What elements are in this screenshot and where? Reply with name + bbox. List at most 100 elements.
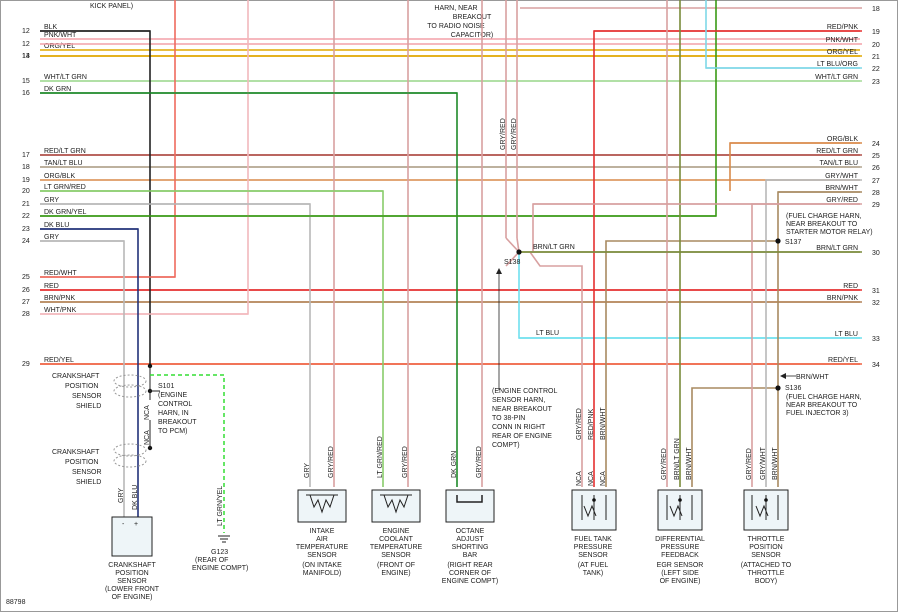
svg-text:NCA: NCA: [576, 471, 583, 486]
svg-text:OF ENGINE): OF ENGINE): [660, 578, 701, 585]
svg-text:SENSOR HARN,: SENSOR HARN,: [492, 397, 545, 404]
right-wire-label-4: ORG/YEL: [827, 49, 858, 56]
nca-label-1: NCA: [144, 405, 151, 420]
svg-text:TO PCM): TO PCM): [158, 428, 187, 435]
svg-text:PRESSURE: PRESSURE: [574, 544, 613, 551]
s137-dot: [775, 238, 781, 244]
left-pin-10: 20: [22, 188, 30, 195]
right-pin-14: 31: [872, 288, 880, 295]
right-pin-6: 23: [872, 79, 880, 86]
right-pin-2: 19: [872, 29, 880, 36]
radio-noise-note: HARN, NEAR BREAKOUT TO RADIO NOISE CAPAC…: [427, 5, 493, 39]
intake-air-temperature-sensor: GRY GRY/RED INTAKE AIR TEMPERATURE SENSO…: [296, 446, 349, 577]
wire-gry-red-ftp: [529, 251, 583, 487]
right-wire-label-3: PNK/WHT: [826, 37, 859, 44]
svg-text:GRY/RED: GRY/RED: [511, 118, 518, 150]
svg-text:(REAR OF: (REAR OF: [195, 557, 228, 564]
svg-text:NCA: NCA: [588, 471, 595, 486]
right-pin-3: 20: [872, 42, 880, 49]
svg-text:(FUEL CHARGE HARN,: (FUEL CHARGE HARN,: [786, 394, 862, 401]
right-wire-label-12: GRY/RED: [826, 197, 858, 204]
left-wire-label-9: ORG/BLK: [44, 173, 75, 180]
left-wire-label-13: DK BLU: [44, 222, 69, 229]
wire-brn-wht-dpfe: [691, 387, 778, 487]
left-wire-label-1: BLK: [44, 24, 58, 31]
wire-wht-pnk: [40, 0, 249, 315]
svg-text:GRY/WHT: GRY/WHT: [760, 446, 767, 480]
left-wire-label-19: RED/YEL: [44, 357, 74, 364]
right-wire-label-7: ORG/BLK: [827, 136, 858, 143]
octane-adjust-shorting-bar: DK GRN GRY/RED OCTANE ADJUST SHORTING BA…: [442, 446, 498, 585]
left-wire-label-15: RED/WHT: [44, 270, 77, 277]
svg-text:(ON INTAKE: (ON INTAKE: [302, 562, 342, 569]
wire-lt-blu-org: [705, 0, 860, 69]
right-pin-15: 32: [872, 300, 880, 307]
left-wire-label-12: DK GRN/YEL: [44, 209, 87, 216]
crankshaft-position-sensor: - + GRY DK BLU CRANKSHAFT POSITION SENSO…: [105, 485, 160, 601]
svg-text:OCTANE: OCTANE: [456, 528, 485, 535]
right-pin-1: 18: [872, 6, 880, 13]
wire-brn-wht-ftp: [605, 240, 778, 487]
svg-text:NEAR BREAKOUT: NEAR BREAKOUT: [492, 406, 553, 413]
left-pin-4: 14: [22, 53, 30, 60]
svg-text:POSITION: POSITION: [65, 459, 98, 466]
svg-text:NEAR BREAKOUT TO: NEAR BREAKOUT TO: [786, 221, 858, 228]
svg-text:SHIELD: SHIELD: [76, 479, 101, 486]
left-pin-9: 19: [22, 177, 30, 184]
svg-text:TO 38-PIN: TO 38-PIN: [492, 415, 525, 422]
svg-text:NEAR BREAKOUT TO: NEAR BREAKOUT TO: [786, 402, 858, 409]
wire-blk: [40, 30, 151, 366]
svg-text:BAR: BAR: [463, 552, 477, 559]
svg-text:EGR SENSOR: EGR SENSOR: [657, 562, 704, 569]
svg-text:(AT FUEL: (AT FUEL: [578, 562, 609, 569]
svg-text:FUEL TANK: FUEL TANK: [574, 536, 612, 543]
svg-text:BRN/WHT: BRN/WHT: [686, 447, 693, 480]
svg-text:CRANKSHAFT: CRANKSHAFT: [108, 562, 156, 569]
svg-text:BRN/WHT: BRN/WHT: [600, 407, 607, 440]
right-pin-4: 21: [872, 54, 880, 61]
left-pin-5: 15: [22, 78, 30, 85]
right-pin-10: 27: [872, 178, 880, 185]
left-pin-8: 18: [22, 164, 30, 171]
right-wire-label-9: TAN/LT BLU: [819, 160, 858, 167]
svg-text:DK GRN: DK GRN: [451, 451, 458, 478]
svg-text:ADJUST: ADJUST: [456, 536, 484, 543]
svg-text:GRY/RED: GRY/RED: [476, 446, 483, 478]
svg-text:SENSOR: SENSOR: [72, 393, 102, 400]
svg-text:POSITION: POSITION: [65, 383, 98, 390]
svg-text:TEMPERATURE: TEMPERATURE: [296, 544, 349, 551]
svg-text:TEMPERATURE: TEMPERATURE: [370, 544, 423, 551]
svg-text:ENGINE): ENGINE): [381, 570, 410, 577]
svg-text:GRY: GRY: [118, 488, 125, 503]
g123-label: G123: [211, 549, 228, 556]
svg-text:SENSOR: SENSOR: [72, 469, 102, 476]
svg-text:SENSOR: SENSOR: [381, 552, 411, 559]
right-wire-label-11: BRN/WHT: [825, 185, 858, 192]
svg-text:(ENGINE CONTROL: (ENGINE CONTROL: [492, 388, 557, 395]
right-wire-label-15: BRN/PNK: [827, 295, 858, 302]
fuel-tank-pressure-sensor: NCA NCA NCA GRY/RED RED/PNK BRN/WHT FUEL…: [571, 407, 617, 577]
wire-dk-grn-yel: [40, 0, 717, 217]
right-pin-11: 28: [872, 190, 880, 197]
svg-text:HARN, IN: HARN, IN: [158, 410, 189, 417]
svg-text:TANK): TANK): [583, 570, 603, 577]
kick-panel-note: KICK PANEL): [90, 3, 133, 10]
left-pin-18: 28: [22, 311, 30, 318]
svg-text:COMPT): COMPT): [492, 442, 520, 449]
s137-note: (FUEL CHARGE HARN, NEAR BREAKOUT TO STAR…: [786, 213, 873, 236]
crankshaft-shield-top: CRANKSHAFT POSITION SENSOR SHIELD: [52, 373, 147, 410]
svg-text:POSITION: POSITION: [115, 570, 148, 577]
right-wire-label-5: LT BLU/ORG: [817, 61, 858, 68]
svg-text:SHORTING: SHORTING: [452, 544, 489, 551]
left-wire-label-6: DK GRN: [44, 86, 71, 93]
left-wire-label-10: LT GRN/RED: [44, 184, 86, 191]
svg-text:GRY/RED: GRY/RED: [328, 446, 335, 478]
s136-note: (FUEL CHARGE HARN, NEAR BREAKOUT TO FUEL…: [786, 394, 862, 417]
svg-text:THROTTLE: THROTTLE: [748, 536, 785, 543]
svg-text:GRY: GRY: [304, 463, 311, 478]
left-wire-label-8: TAN/LT BLU: [44, 160, 83, 167]
right-pin-13: 30: [872, 250, 880, 257]
right-wire-label-17: RED/YEL: [828, 357, 858, 364]
left-pin-19: 29: [22, 361, 30, 368]
ground-g123: LT GRN/YEL G123 (REAR OF ENGINE COMPT): [150, 374, 248, 572]
